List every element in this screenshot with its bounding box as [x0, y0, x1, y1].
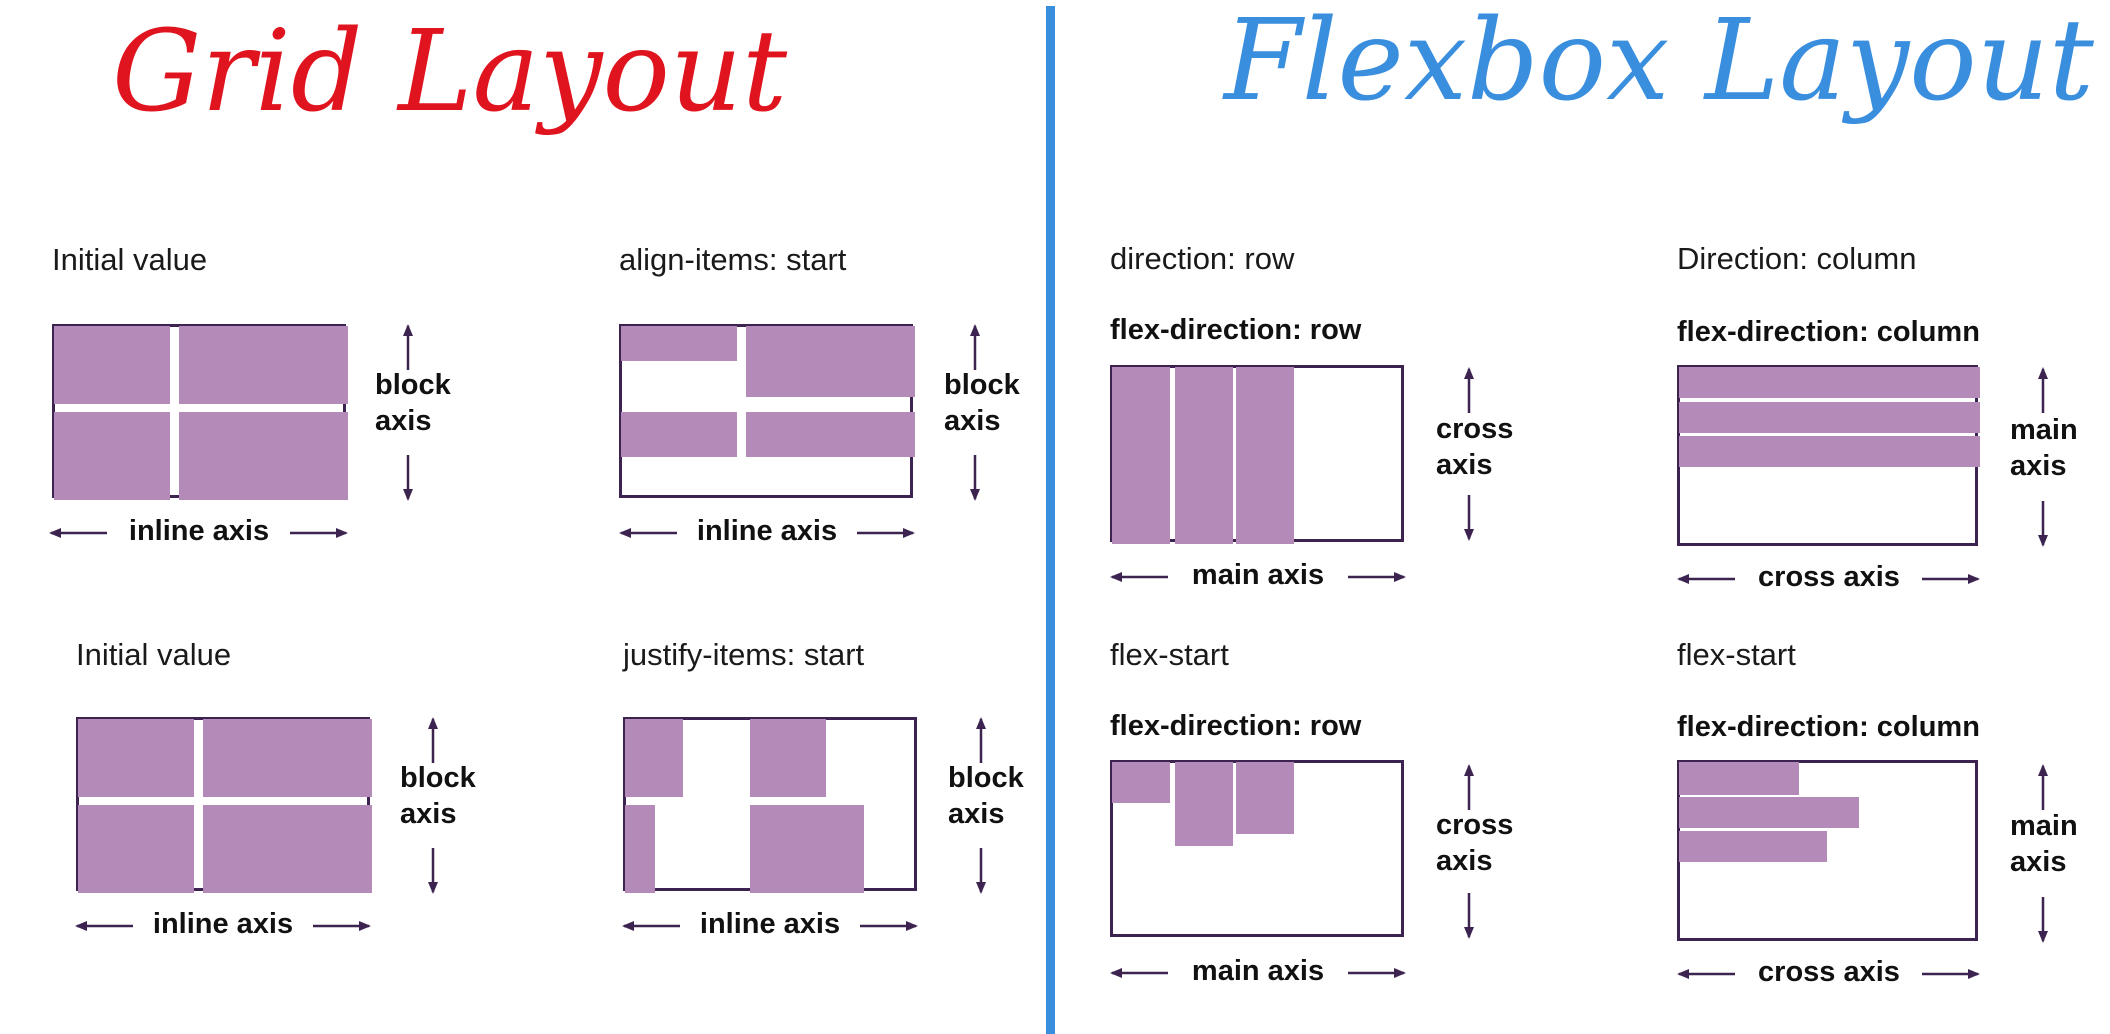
horizontal-axis-arrow	[1677, 969, 1980, 979]
vertical-axis-label-line: main	[2010, 414, 2078, 446]
grid-item	[78, 805, 194, 893]
vertical-axis-label-line: axis	[400, 798, 457, 830]
grid-container-box	[619, 324, 915, 498]
vertical-axis-label-line: axis	[375, 405, 432, 437]
vertical-axis-arrow	[428, 717, 438, 894]
vertical-axis-label: main axis	[2010, 808, 2078, 880]
vertical-axis-arrow	[1464, 367, 1474, 541]
vertical-axis-label-line: block	[400, 762, 476, 794]
flex-item	[1175, 367, 1233, 544]
horizontal-axis-arrow	[1110, 968, 1406, 978]
horizontal-axis-arrow	[49, 528, 348, 538]
horizontal-axis-label: cross axis	[1758, 956, 1900, 988]
flex-item	[1679, 402, 1980, 433]
flex-direction-label: flex-direction: column	[1677, 711, 1980, 743]
flexbox-layout-title: Flexbox Layout	[1224, 0, 2094, 126]
vertical-axis-label-line: axis	[1436, 449, 1493, 481]
flex-container-box	[1110, 760, 1404, 937]
grid-panel-caption: justify-items: start	[623, 637, 865, 672]
grid-item	[625, 719, 683, 797]
grid-item	[750, 805, 864, 893]
horizontal-axis-arrow	[75, 921, 371, 931]
vertical-axis-label: main axis	[2010, 412, 2078, 484]
vertical-axis-label-line: cross	[1436, 809, 1514, 841]
flex-item	[1679, 436, 1980, 467]
horizontal-axis-label: inline axis	[699, 908, 841, 940]
vertical-axis-label-line: axis	[948, 798, 1005, 830]
vertical-axis-label: block axis	[948, 760, 1024, 832]
flex-container-box	[1110, 365, 1404, 544]
grid-panel-caption: Initial value	[76, 637, 232, 672]
flex-container-box	[1677, 760, 1978, 941]
flex-item	[1112, 367, 1170, 544]
vertical-axis-arrow	[2038, 367, 2048, 547]
grid-item	[78, 719, 194, 797]
flex-item	[1679, 367, 1980, 398]
horizontal-axis-arrow	[619, 528, 915, 538]
horizontal-axis-arrow	[1677, 574, 1980, 584]
flex-panel-caption: flex-start	[1677, 637, 1796, 672]
vertical-axis-label-line: axis	[944, 405, 1001, 437]
flex-direction-label: flex-direction: row	[1110, 314, 1362, 346]
vertical-axis-label-line: block	[375, 369, 451, 401]
vertical-axis-label-line: main	[2010, 810, 2078, 842]
vertical-axis-label-line: block	[944, 369, 1020, 401]
section-divider	[1046, 6, 1055, 1034]
grid-panel-caption: align-items: start	[619, 242, 847, 277]
grid-item	[621, 412, 737, 457]
flex-item	[1679, 762, 1799, 795]
horizontal-axis-label: cross axis	[1758, 561, 1900, 593]
vertical-axis-label: block axis	[944, 367, 1020, 439]
flex-container-box	[1677, 365, 1980, 546]
grid-panel-caption: Initial value	[52, 242, 208, 277]
flex-item	[1112, 762, 1170, 803]
horizontal-axis-label: inline axis	[152, 908, 294, 940]
horizontal-axis-label: main axis	[1191, 955, 1325, 987]
flex-panel-caption: direction: row	[1110, 241, 1295, 276]
flex-item	[1679, 831, 1827, 862]
flex-direction-label: flex-direction: column	[1677, 316, 1980, 348]
vertical-axis-label-line: block	[948, 762, 1024, 794]
grid-item	[54, 412, 170, 500]
vertical-axis-arrow	[970, 324, 980, 501]
vertical-axis-label-line: axis	[1436, 845, 1493, 877]
vertical-axis-label: cross axis	[1436, 807, 1513, 879]
horizontal-axis-arrow	[1110, 572, 1406, 582]
grid-item	[625, 805, 655, 893]
vertical-axis-arrow	[1464, 764, 1474, 939]
horizontal-axis-arrow	[622, 921, 918, 931]
horizontal-axis-label: inline axis	[696, 515, 838, 547]
vertical-axis-label: block axis	[400, 760, 476, 832]
grid-item	[179, 326, 348, 404]
vertical-axis-arrow	[403, 324, 413, 501]
flex-item	[1236, 367, 1294, 544]
grid-item	[746, 412, 915, 457]
flex-item	[1679, 797, 1859, 828]
vertical-axis-label: block axis	[375, 367, 451, 439]
vertical-axis-label-line: cross	[1436, 413, 1514, 445]
vertical-axis-arrow	[2038, 764, 2048, 943]
horizontal-axis-label: main axis	[1191, 559, 1325, 591]
flex-direction-label: flex-direction: row	[1110, 710, 1362, 742]
flex-panel-caption: flex-start	[1110, 637, 1229, 672]
grid-item	[621, 326, 737, 361]
grid-item	[203, 719, 372, 797]
flex-item	[1236, 762, 1294, 834]
grid-item	[54, 326, 170, 404]
flex-panel-caption: Direction: column	[1677, 241, 1917, 276]
flex-item	[1175, 762, 1233, 846]
grid-item	[179, 412, 348, 500]
grid-container-box	[623, 717, 917, 893]
vertical-axis-label-line: axis	[2010, 450, 2067, 482]
grid-container-box	[52, 324, 348, 500]
grid-item	[746, 326, 915, 397]
vertical-axis-label-line: axis	[2010, 846, 2067, 878]
vertical-axis-label: cross axis	[1436, 411, 1513, 483]
grid-item	[750, 719, 826, 797]
grid-item	[203, 805, 372, 893]
vertical-axis-arrow	[976, 717, 986, 894]
grid-layout-title: Grid Layout	[112, 7, 788, 137]
grid-container-box	[76, 717, 372, 893]
horizontal-axis-label: inline axis	[128, 515, 270, 547]
